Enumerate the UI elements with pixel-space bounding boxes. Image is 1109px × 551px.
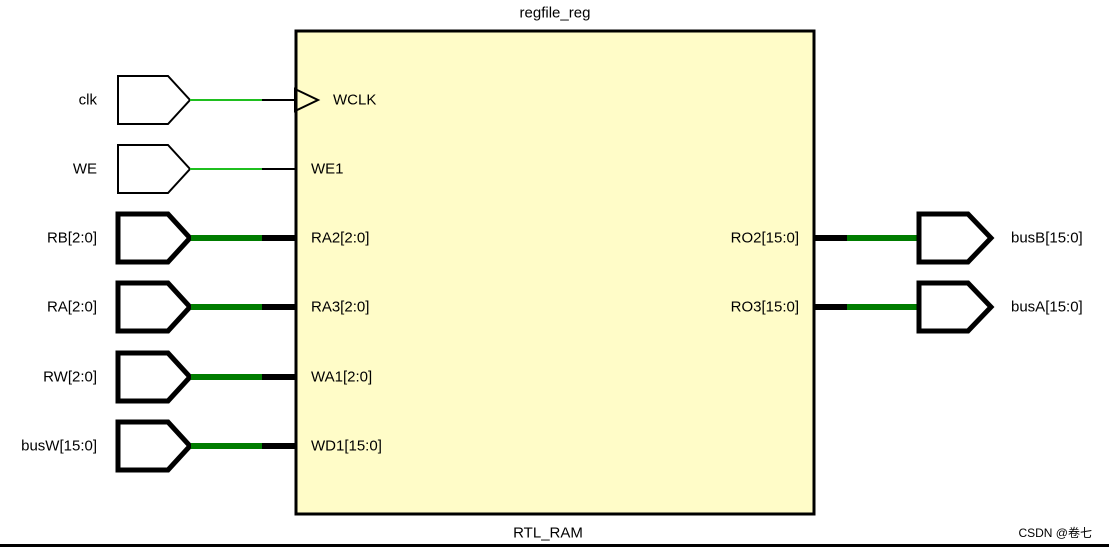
output-port-label: busA[15:0] <box>1011 299 1083 316</box>
output-port-shape <box>916 280 995 334</box>
input-port-shape <box>115 419 194 473</box>
block-pin-label: RO3[15:0] <box>731 299 799 316</box>
input-row-we: WE WE1 <box>73 144 344 194</box>
input-port-label: RA[2:0] <box>47 299 97 316</box>
module-block <box>294 29 816 516</box>
input-port-shape <box>115 350 194 404</box>
input-row-rw: RW[2:0] WA1[2:0] <box>43 350 372 404</box>
bottom-divider <box>0 544 1109 547</box>
output-row-busa: RO3[15:0] busA[15:0] <box>731 280 1083 334</box>
block-pin-label: WCLK <box>333 92 376 109</box>
input-port-label: busW[15:0] <box>21 438 97 455</box>
output-port-shape <box>916 211 995 265</box>
input-port-label: clk <box>79 92 98 109</box>
clock-triangle-icon <box>294 87 321 113</box>
block-pin-label: WE1 <box>311 161 344 178</box>
block-pin-label: WD1[15:0] <box>311 438 382 455</box>
block-pin-label: RA2[2:0] <box>311 230 369 247</box>
input-row-rb: RB[2:0] RA2[2:0] <box>47 211 369 265</box>
input-port-label: RB[2:0] <box>47 230 97 247</box>
block-pin-label: WA1[2:0] <box>311 369 372 386</box>
input-port-label: RW[2:0] <box>43 369 97 386</box>
output-port-label: busB[15:0] <box>1011 230 1083 247</box>
input-row-busw: busW[15:0] WD1[15:0] <box>21 419 382 473</box>
input-row-ra: RA[2:0] RA3[2:0] <box>47 280 369 334</box>
module-type-label: RTL_RAM <box>513 525 583 542</box>
csdn-watermark: CSDN @卷七 <box>1018 525 1092 540</box>
input-port-shape <box>117 75 192 125</box>
input-port-label: WE <box>73 161 97 178</box>
input-port-shape <box>115 211 194 265</box>
input-port-shape <box>117 144 192 194</box>
module-instance-name: regfile_reg <box>520 5 591 22</box>
output-row-busb: RO2[15:0] busB[15:0] <box>731 211 1083 265</box>
input-port-shape <box>115 280 194 334</box>
block-pin-label: RO2[15:0] <box>731 230 799 247</box>
block-pin-label: RA3[2:0] <box>311 299 369 316</box>
input-row-clk: clk WCLK <box>79 75 376 125</box>
